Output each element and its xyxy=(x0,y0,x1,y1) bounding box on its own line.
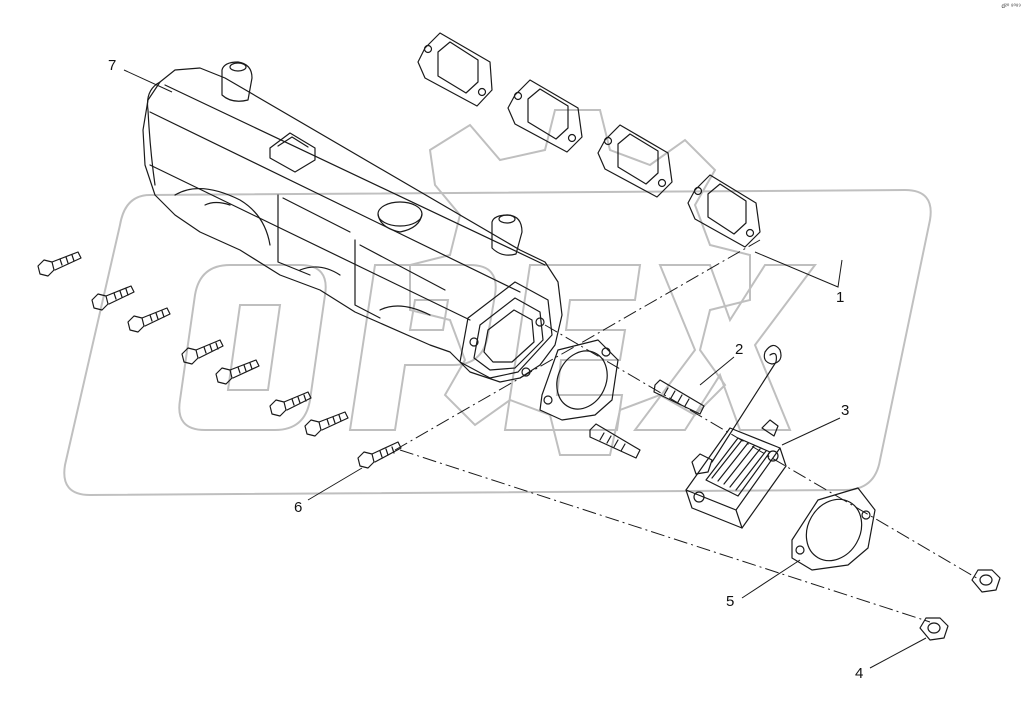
leader-6 xyxy=(307,467,363,501)
leader-lines xyxy=(123,69,927,669)
nut-lower xyxy=(919,617,949,641)
callout-1: 1 xyxy=(836,289,845,306)
bolt-4 xyxy=(181,339,224,365)
leader-7 xyxy=(123,69,173,93)
bolt-1 xyxy=(37,251,82,277)
callout-2: 2 xyxy=(735,341,744,358)
leader-1 xyxy=(754,251,843,288)
bolt-5 xyxy=(215,359,260,385)
leader-2 xyxy=(699,356,735,386)
center-lines xyxy=(394,239,981,623)
bolt-3 xyxy=(127,307,171,333)
manifold-gasket-1 xyxy=(417,32,493,107)
bolt-2 xyxy=(91,285,135,311)
watermark xyxy=(63,109,932,497)
watermark-letter-x xyxy=(633,264,817,431)
bolt-6 xyxy=(269,391,312,417)
stud-lower xyxy=(589,423,641,459)
outlet-gasket xyxy=(539,339,619,421)
bolt-8 xyxy=(357,441,402,469)
leader-4 xyxy=(869,637,927,669)
manifold-gasket-4 xyxy=(687,174,761,248)
watermark-letter-p xyxy=(348,264,497,431)
leader-5 xyxy=(741,559,801,599)
bolt-7 xyxy=(304,411,349,437)
callout-4: 4 xyxy=(855,665,864,682)
nut-upper xyxy=(971,569,1001,593)
watermark-letter-o xyxy=(178,264,327,431)
watermark-letter-e xyxy=(503,264,642,431)
callout-3: 3 xyxy=(841,402,850,419)
manifold-gasket-3 xyxy=(597,124,673,198)
stud-upper xyxy=(653,379,705,415)
leader-3 xyxy=(781,417,841,446)
exhaust-manifold xyxy=(142,61,563,383)
heater-gasket xyxy=(791,487,876,571)
callout-5: 5 xyxy=(726,593,735,610)
callout-7: 7 xyxy=(108,57,117,74)
bolt-group xyxy=(37,251,402,469)
drawing-code: d²⁰ ⁸⁰⁸⁹ xyxy=(1001,4,1021,10)
intake-heater xyxy=(685,344,787,529)
manifold-gasket-2 xyxy=(507,79,583,153)
callout-6: 6 xyxy=(294,499,303,516)
watermark-frame xyxy=(63,188,932,497)
